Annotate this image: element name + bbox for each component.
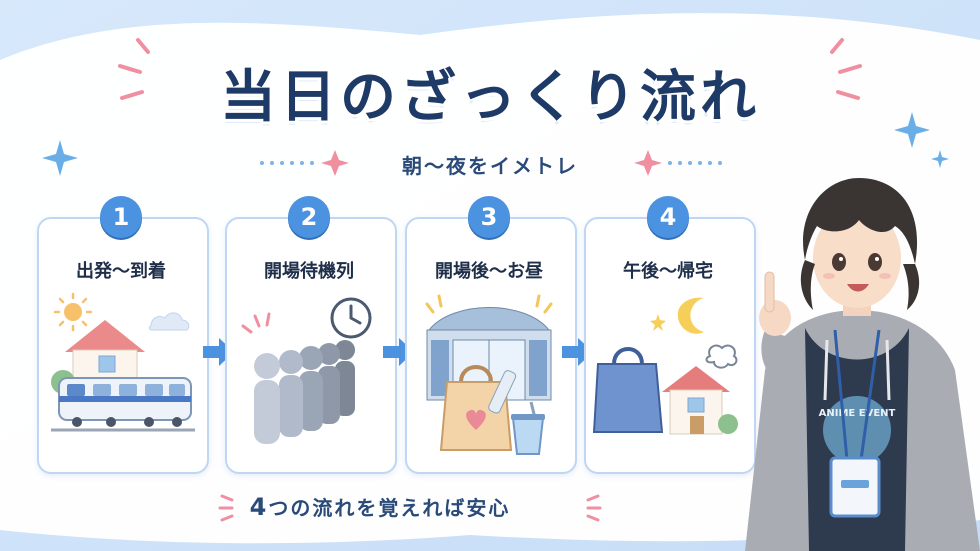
footer-message: 4つの流れを覚えれば安心 [0, 492, 760, 521]
step-badge-2: 2 [288, 196, 330, 238]
queue-and-clock-icon [241, 297, 372, 444]
step-title-4: 午後〜帰宅 [623, 261, 713, 282]
step-title-1: 出発〜到着 [76, 261, 166, 282]
venue-and-shopping-bag-icon [425, 294, 553, 455]
step-title-3: 開場後〜お昼 [435, 261, 543, 282]
bag-and-home-moon-icon [592, 297, 738, 435]
burst-left-icon [118, 38, 150, 100]
footer-number: 4 [249, 493, 269, 521]
page-subtitle: 朝〜夜をイメトレ [402, 154, 578, 178]
footer-text: つの流れを覚えれば安心 [268, 496, 511, 520]
step-badge-4: 4 [647, 196, 689, 238]
step-badge-1: 1 [100, 196, 142, 238]
step-card-2 [225, 217, 397, 474]
page-title: 当日のざっくり流れ [220, 65, 760, 130]
shirt-text: ANIME EVENT [819, 408, 896, 419]
step-title-2: 開場待機列 [264, 261, 354, 282]
step-badge-3: 3 [468, 196, 510, 238]
burst-right-icon [830, 38, 862, 100]
guide-character-illustration: ANIME EVENT [745, 178, 980, 551]
train-and-house-icon [51, 292, 195, 432]
